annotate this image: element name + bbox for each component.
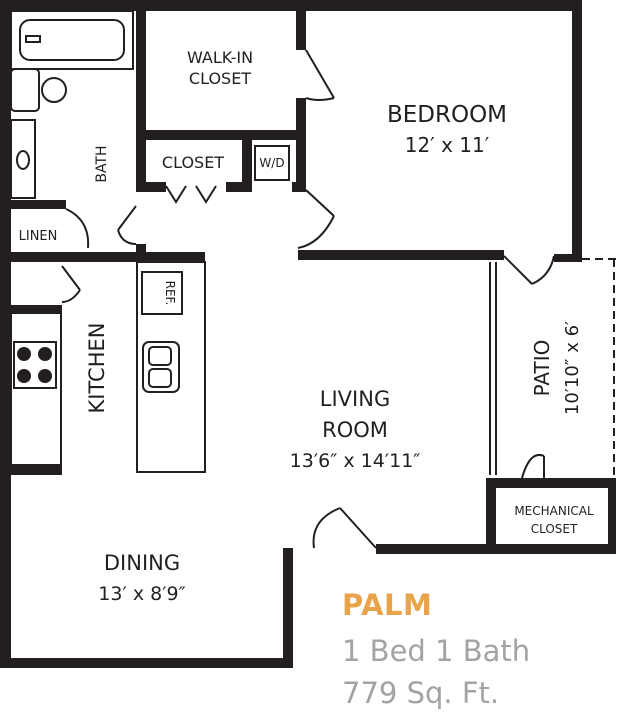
linen-label: LINEN xyxy=(19,229,58,244)
walk-in-closet-label-1: WALK-IN xyxy=(187,48,253,67)
dining-label: DINING xyxy=(104,551,180,575)
walk-in-closet-label-2: CLOSET xyxy=(189,69,251,88)
mechanical-closet-label-2: CLOSET xyxy=(531,522,578,536)
living-room-size: 13′6″ x 14′11″ xyxy=(290,450,421,472)
living-room-label-1: LIVING xyxy=(320,387,390,411)
wd-label: W/D xyxy=(259,156,284,170)
mechanical-closet-label-1: MECHANICAL xyxy=(514,504,594,518)
bedroom-label: BEDROOM xyxy=(387,102,507,128)
plan-area: 779 Sq. Ft. xyxy=(342,676,500,710)
fixtures xyxy=(10,10,616,655)
living-room-label-2: ROOM xyxy=(322,418,388,442)
walls xyxy=(0,0,616,668)
patio-size: 10′10″ x 6′ xyxy=(562,321,583,415)
patio-label: PATIO xyxy=(530,340,554,397)
bedroom-size: 12′ x 11′ xyxy=(405,133,490,157)
plan-bed-bath: 1 Bed 1 Bath xyxy=(342,634,531,668)
ref-label: REF. xyxy=(163,281,177,306)
plan-name: PALM xyxy=(342,588,433,622)
dining-size: 13′ x 8′9″ xyxy=(98,583,185,605)
room-labels: WALK-IN CLOSET BEDROOM 12′ x 11′ CLOSET … xyxy=(19,48,594,605)
closet-label: CLOSET xyxy=(162,153,224,172)
bath-label: BATH xyxy=(94,145,110,182)
kitchen-label: KITCHEN xyxy=(85,323,109,414)
